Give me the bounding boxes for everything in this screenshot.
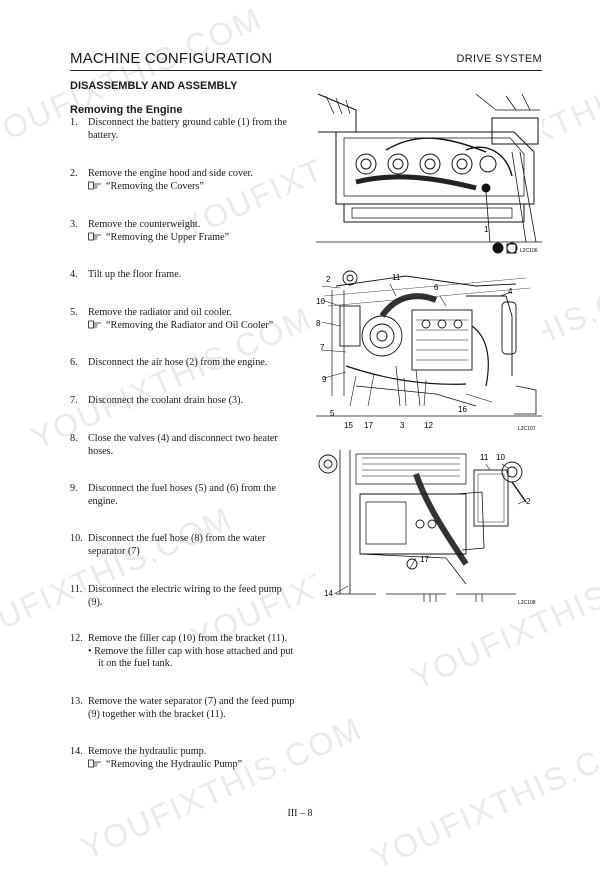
callout-2: 2 — [526, 497, 531, 506]
step-8: 8. Close the valves (4) and disconnect t… — [70, 433, 295, 458]
battery-illustration: 1 L2C106 — [316, 93, 542, 254]
callout-15: 15 — [344, 421, 353, 430]
figure-code: L2C106 — [520, 248, 538, 254]
pointing-hand-icon — [88, 759, 101, 767]
header-title: MACHINE CONFIGURATION — [70, 50, 273, 67]
pointing-hand-icon — [88, 181, 101, 189]
callout-14: 14 — [324, 589, 333, 598]
figure-code: L2C108 — [518, 600, 536, 606]
figure-engine-compartment: 2 11 6 4 10 8 7 9 5 15 17 3 12 16 L2C107 — [316, 266, 542, 434]
callout-8: 8 — [316, 319, 321, 328]
step-9: 9. Disconnect the fuel hoses (5) and (6)… — [70, 483, 295, 508]
callout-3: 3 — [400, 421, 405, 430]
callout-11: 11 — [480, 453, 489, 462]
page-number: III – 8 — [287, 808, 313, 819]
cross-reference: “Removing the Radiator and Oil Cooler” — [88, 320, 295, 333]
figure-battery: 1 L2C106 — [316, 92, 542, 257]
step-text: Tilt up the floor frame. — [88, 269, 182, 280]
step-text: Disconnect the air hose (2) from the eng… — [88, 357, 268, 368]
step-note: • Remove the filler cap with hose attach… — [88, 645, 294, 670]
step-4: 4. Tilt up the floor frame. — [70, 269, 295, 282]
callout-11: 11 — [392, 273, 401, 282]
step-text: Remove the water separator (7) and the f… — [88, 696, 295, 720]
watermark: YOUFIXTHIS.COM — [75, 709, 368, 867]
callout-7: 7 — [320, 343, 325, 352]
step-10: 10. Disconnect the fuel hose (8) from th… — [70, 533, 295, 558]
figure-code: L2C107 — [518, 426, 536, 432]
step-12: 12. Remove the filler cap (10) from the … — [70, 633, 294, 670]
callout-9: 9 — [322, 375, 327, 384]
step-3: 3. Remove the counterweight. “Removing t… — [70, 219, 295, 244]
section-title: DISASSEMBLY AND ASSEMBLY — [70, 80, 238, 92]
step-11: 11. Disconnect the electric wiring to th… — [70, 584, 295, 609]
step-13: 13. Remove the water separator (7) and t… — [70, 696, 295, 720]
callout-10: 10 — [316, 297, 325, 306]
step-2: 2. Remove the engine hood and side cover… — [70, 168, 295, 193]
callout-16: 16 — [458, 405, 467, 414]
engine-compartment-illustration: 2 11 6 4 10 8 7 9 5 15 17 3 12 16 L2C107 — [316, 270, 542, 432]
step-text: Close the valves (4) and disconnect two … — [88, 433, 278, 457]
step-text: Remove the hydraulic pump. — [88, 746, 207, 757]
step-text: Disconnect the battery ground cable (1) … — [88, 117, 287, 141]
step-text: Remove the filler cap (10) from the brac… — [88, 633, 288, 644]
callout-12: 12 — [424, 421, 433, 430]
step-text: Remove the engine hood and side cover. — [88, 168, 253, 179]
watermark: YOUFIXTHIS.COM — [365, 719, 600, 877]
callout-1: 1 — [484, 225, 489, 234]
page-header: MACHINE CONFIGURATION DRIVE SYSTEM — [70, 50, 542, 71]
callout-5: 5 — [330, 409, 335, 418]
subsection-title: Removing the Engine — [70, 104, 183, 116]
step-text: Disconnect the electric wiring to the fe… — [88, 584, 282, 608]
callout-10: 10 — [496, 453, 505, 462]
callout-17: 17 — [420, 555, 429, 564]
cross-reference: “Removing the Hydraulic Pump” — [88, 759, 295, 772]
step-text: Remove the counterweight. — [88, 219, 201, 230]
step-text: Disconnect the fuel hose (8) from the wa… — [88, 533, 266, 557]
pointing-hand-icon — [88, 232, 101, 240]
cross-reference: “Removing the Upper Frame” — [88, 232, 295, 245]
step-6: 6. Disconnect the air hose (2) from the … — [70, 357, 295, 370]
step-1: 1. Disconnect the battery ground cable (… — [70, 117, 295, 142]
callout-2: 2 — [326, 275, 331, 284]
callout-17: 17 — [364, 421, 373, 430]
step-text: Remove the radiator and oil cooler. — [88, 307, 232, 318]
step-text: Disconnect the coolant drain hose (3). — [88, 395, 244, 406]
callout-4: 4 — [508, 287, 513, 296]
header-chapter: DRIVE SYSTEM — [456, 53, 542, 65]
step-5: 5. Remove the radiator and oil cooler. “… — [70, 307, 295, 332]
cross-reference: “Removing the Covers” — [88, 181, 295, 194]
pointing-hand-icon — [88, 320, 101, 328]
step-7: 7. Disconnect the coolant drain hose (3)… — [70, 395, 295, 408]
callout-6: 6 — [434, 283, 439, 292]
feed-pump-illustration: 11 10 2 17 14 L2C108 — [318, 450, 536, 606]
step-text: Disconnect the fuel hoses (5) and (6) fr… — [88, 483, 276, 507]
figure-feed-pump: 11 10 2 17 14 L2C108 — [316, 444, 542, 608]
step-14: 14. Remove the hydraulic pump. “Removing… — [70, 746, 295, 771]
